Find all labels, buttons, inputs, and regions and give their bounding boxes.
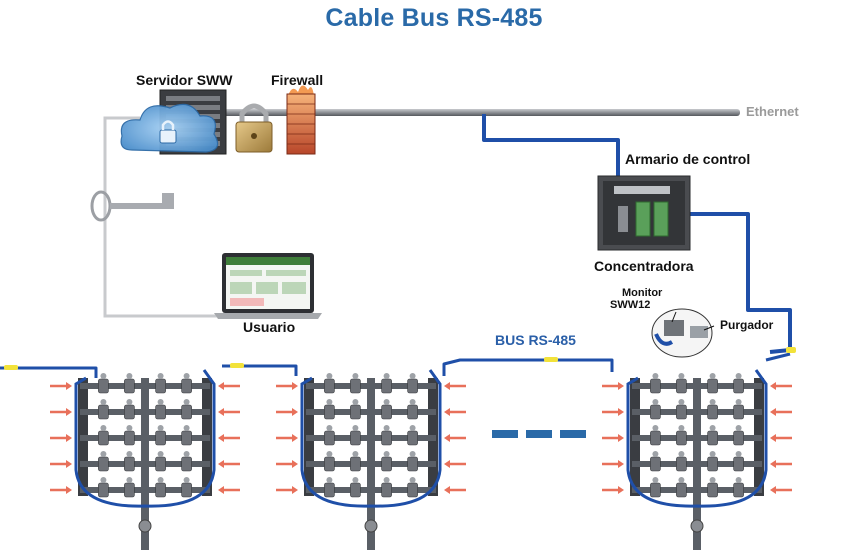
firewall-label: Firewall <box>271 72 324 88</box>
cloud-server-icon <box>120 89 227 155</box>
monitor-device-icon <box>651 308 715 358</box>
manifold-groups <box>50 369 792 550</box>
server-label: Servidor SWW <box>136 72 233 88</box>
ethernet-label: Ethernet <box>746 104 799 119</box>
concentrator-label: Concentradora <box>594 258 694 274</box>
cabinet-label: Armario de control <box>625 151 751 167</box>
user-label: Usuario <box>243 319 296 335</box>
manifold-icon <box>50 369 240 550</box>
page-title: Cable Bus RS-485 <box>325 4 543 32</box>
monitor-label-line2: SWW12 <box>610 299 651 311</box>
manifold-icon <box>602 369 792 550</box>
laptop-icon <box>214 253 322 319</box>
manifold-icon <box>276 369 466 550</box>
control-cabinet-icon <box>597 175 691 251</box>
bus-label: BUS RS-485 <box>495 332 576 348</box>
rs485-bus-cable <box>0 352 791 378</box>
ethernet-line <box>195 109 740 116</box>
ellipsis-dashes-icon <box>492 430 586 438</box>
purger-label: Purgador <box>720 318 774 332</box>
monitor-label-line1: Monitor <box>622 287 663 299</box>
key-icon <box>90 190 174 222</box>
padlock-icon <box>235 103 273 153</box>
bus-leds <box>4 347 796 370</box>
firewall-icon <box>286 85 316 155</box>
